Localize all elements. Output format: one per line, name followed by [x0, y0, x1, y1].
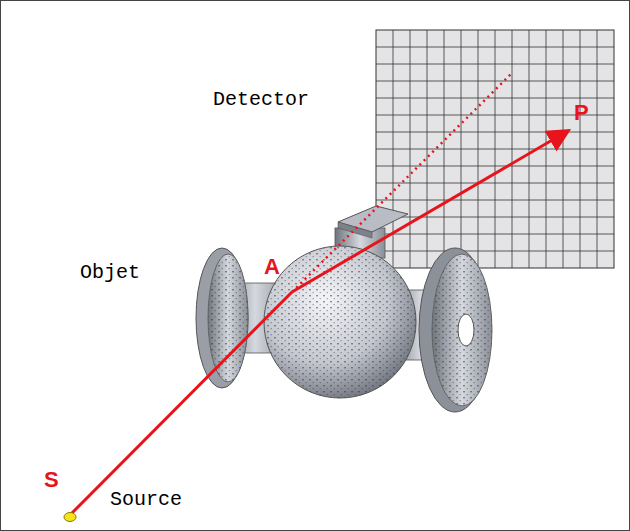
object-valve: [196, 206, 492, 412]
source-point: [64, 513, 76, 522]
part-name: Source: [110, 490, 182, 510]
point-label: P: [574, 102, 589, 124]
detector-grid: [376, 30, 614, 268]
part-name: Objet: [80, 263, 140, 283]
ray-path: [70, 73, 566, 515]
point-label: A: [264, 256, 280, 278]
part-name: Detector: [213, 90, 309, 110]
point-label: S: [44, 469, 59, 491]
